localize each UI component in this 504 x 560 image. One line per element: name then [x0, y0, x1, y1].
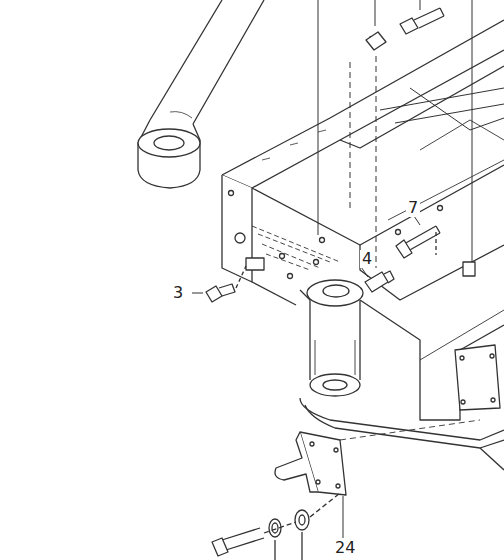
bolt — [206, 266, 246, 302]
callout-number: 7 — [406, 199, 420, 217]
bolt — [400, 8, 444, 34]
bolt — [212, 493, 340, 560]
callout-number: 3 — [171, 284, 185, 302]
callout-number: 4 — [360, 250, 374, 268]
leader-line — [192, 0, 472, 538]
callout-number: 24 — [333, 539, 357, 557]
frame — [222, 20, 504, 470]
tow-hook — [275, 420, 480, 495]
bolt — [396, 226, 440, 258]
cylinder — [138, 0, 264, 188]
